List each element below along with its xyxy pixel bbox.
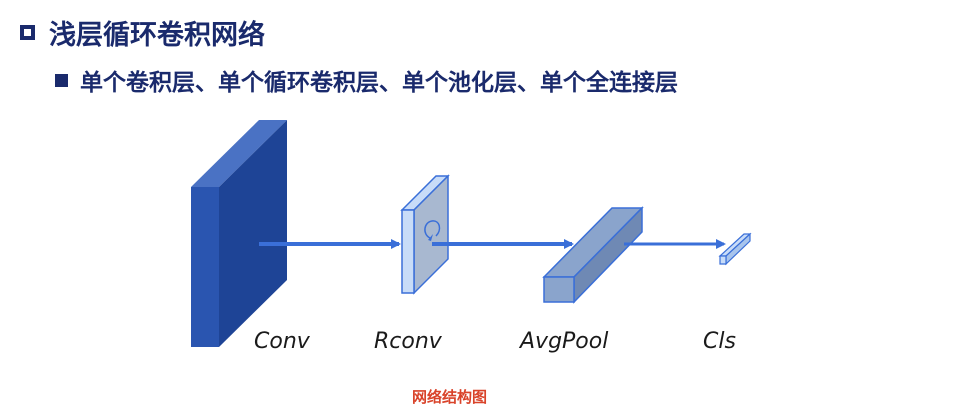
hollow-square-bullet-icon [20,24,35,40]
recurrent-loop-arrow-icon [424,220,441,241]
avgpool-front-face [543,276,575,303]
rconv-front-face [401,209,415,294]
slide-title: 浅层循环卷积网络 [49,19,265,51]
slide-title-row: 浅层循环卷积网络 [20,12,265,52]
conv-front-face [191,187,219,347]
rconv-layer-block [400,174,450,295]
avgpool-label: AvgPool [520,329,609,354]
conv-side-face [219,120,287,347]
diagram-caption: 网络结构图 [412,388,488,406]
conv-top-face [191,120,287,187]
rconv-label: Rconv [374,329,442,354]
slide-subtitle-row: 单个卷积层、单个循环卷积层、单个池化层、单个全连接层 [55,62,678,98]
cls-layer-block [718,232,752,266]
slide-subtitle: 单个卷积层、单个循环卷积层、单个池化层、单个全连接层 [80,70,678,96]
conv-layer-block [191,120,287,347]
avgpool-layer-block [542,206,644,304]
cls-label: Cls [703,329,736,354]
filled-square-bullet-icon [55,73,68,87]
conv-label: Conv [254,329,310,354]
cls-front-face [719,255,727,265]
